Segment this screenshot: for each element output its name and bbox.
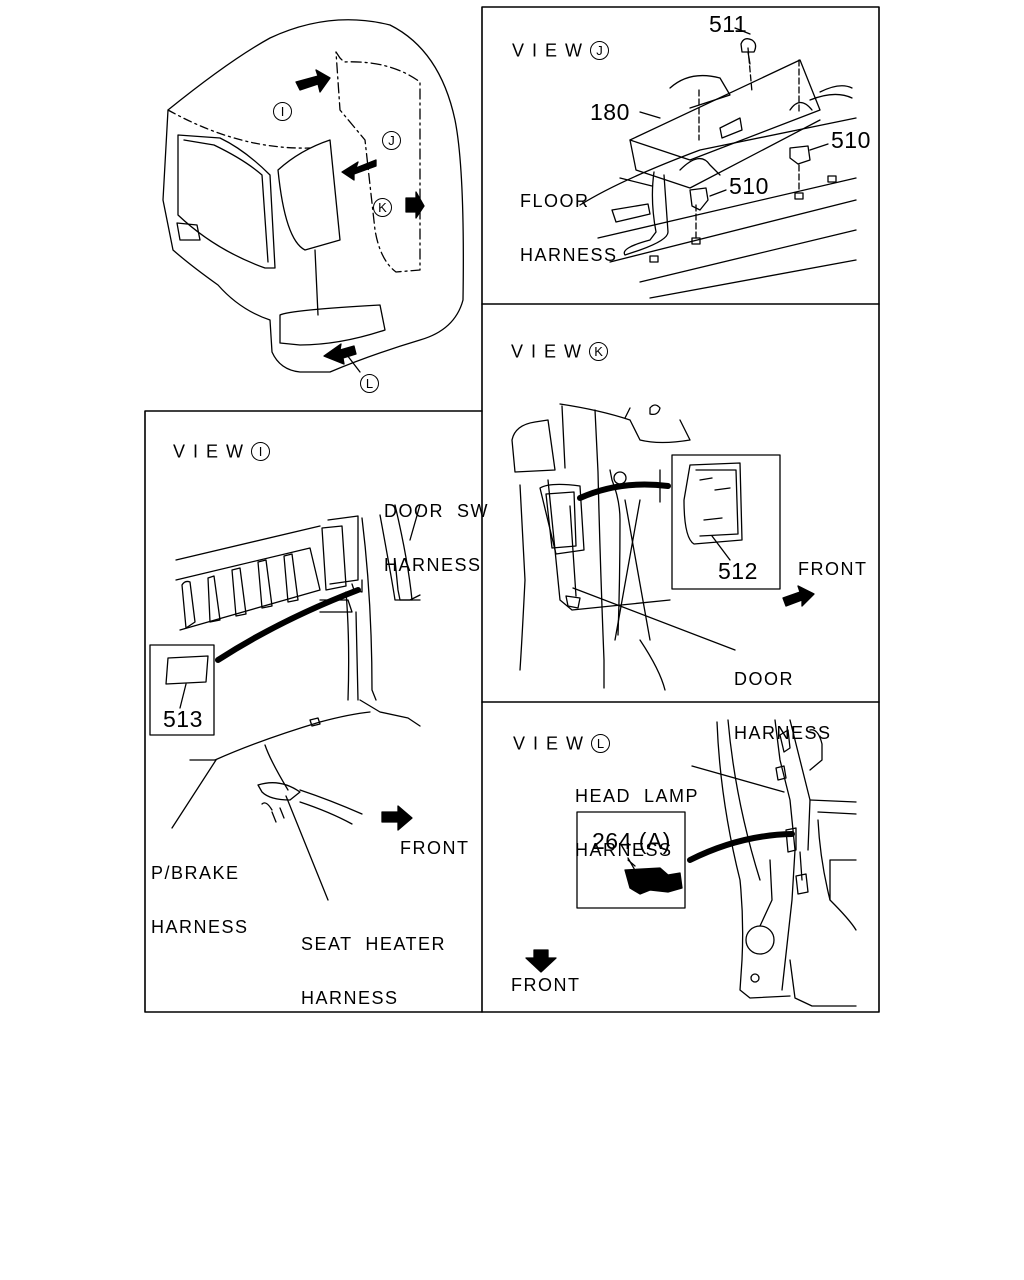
door-sw-harness-line-1: DOOR SW bbox=[384, 501, 489, 521]
view-j-letter: J bbox=[590, 40, 610, 60]
floor-harness-label: FLOOR HARNESS bbox=[520, 156, 618, 282]
seat-heater-harness-line-2: HARNESS bbox=[301, 988, 399, 1008]
part-number-513: 513 bbox=[163, 706, 203, 732]
door-sw-harness-line-2: HARNESS bbox=[384, 555, 482, 575]
part-number-180: 180 bbox=[590, 99, 630, 125]
view-k-prefix: V I E W bbox=[511, 341, 583, 362]
view-l-front-label: FRONT bbox=[511, 975, 581, 995]
pbrake-harness-label: P/BRAKE HARNESS bbox=[151, 828, 249, 954]
view-l-letter: L bbox=[591, 733, 611, 753]
view-i-title: V I E W I bbox=[160, 423, 271, 462]
overview-marker-j: J bbox=[382, 131, 401, 150]
view-l-drawing bbox=[525, 719, 857, 1007]
door-harness-label: DOOR HARNESS bbox=[734, 634, 832, 760]
view-l-prefix: V I E W bbox=[513, 733, 585, 754]
part-number-510-right: 510 bbox=[831, 127, 871, 153]
view-l-title: V I E W L bbox=[500, 715, 611, 754]
view-k-front-label: FRONT bbox=[798, 559, 868, 579]
floor-harness-line-2: HARNESS bbox=[520, 245, 618, 265]
view-k-drawing bbox=[511, 403, 815, 691]
view-j-prefix: V I E W bbox=[512, 40, 584, 61]
door-harness-line-1: DOOR bbox=[734, 669, 794, 689]
view-k-title: V I E W K bbox=[498, 323, 609, 362]
door-harness-line-2: HARNESS bbox=[734, 723, 832, 743]
view-i-letter: I bbox=[251, 441, 271, 461]
cab-overview-drawing bbox=[162, 19, 464, 373]
head-lamp-harness-line-2: HARNESS bbox=[575, 840, 673, 860]
view-i-drawing bbox=[149, 504, 421, 901]
view-j-drawing bbox=[579, 27, 857, 299]
part-number-264a: 264 (A) bbox=[592, 828, 671, 854]
overview-marker-k: K bbox=[373, 198, 392, 217]
panel-frames bbox=[144, 6, 880, 1013]
head-lamp-harness-line-1: HEAD LAMP bbox=[575, 786, 700, 806]
pbrake-harness-line-1: P/BRAKE bbox=[151, 863, 240, 883]
part-number-510-left: 510 bbox=[729, 173, 769, 199]
part-number-511: 511 bbox=[709, 11, 748, 37]
head-lamp-harness-label: HEAD LAMP HARNESS bbox=[575, 751, 699, 877]
overview-marker-i: I bbox=[273, 102, 292, 121]
overview-marker-l: L bbox=[360, 374, 379, 393]
part-number-512: 512 bbox=[718, 558, 758, 584]
floor-harness-line-1: FLOOR bbox=[520, 191, 590, 211]
view-i-front-label: FRONT bbox=[400, 838, 470, 858]
pbrake-harness-line-2: HARNESS bbox=[151, 917, 249, 937]
view-k-letter: K bbox=[589, 341, 609, 361]
view-j-title: V I E W J bbox=[499, 22, 610, 61]
view-i-prefix: V I E W bbox=[173, 441, 245, 462]
seat-heater-harness-label: SEAT HEATER HARNESS bbox=[301, 899, 446, 1025]
door-sw-harness-label: DOOR SW HARNESS bbox=[384, 466, 489, 592]
seat-heater-harness-line-1: SEAT HEATER bbox=[301, 934, 447, 954]
